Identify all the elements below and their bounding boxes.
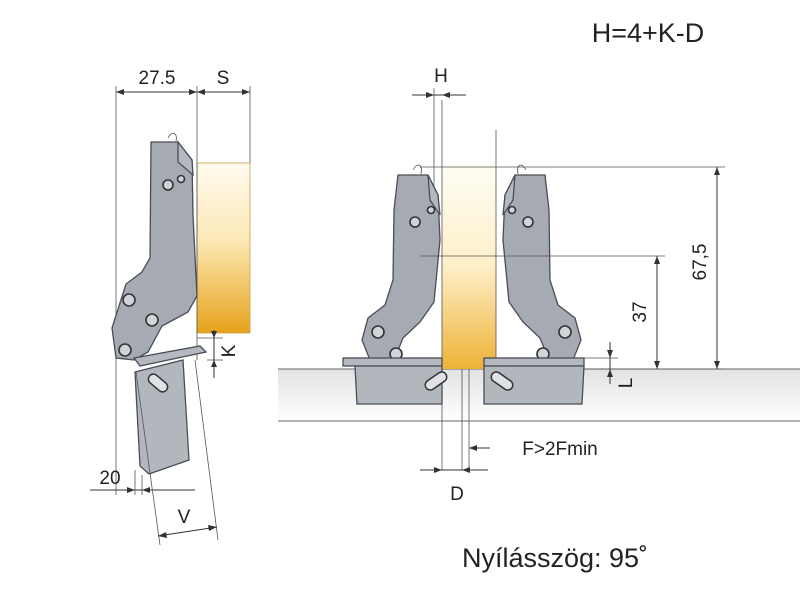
dim-label-k: K xyxy=(219,344,240,357)
rivet-right-b2 xyxy=(558,325,572,339)
dim-label-27-5: 27.5 xyxy=(139,68,176,89)
left-hinge-view: 27.5 S K 20 V xyxy=(90,68,251,546)
mount-plate-right xyxy=(483,357,585,367)
rivet-right-a2 xyxy=(371,325,385,339)
rivet-left-5 xyxy=(118,343,132,357)
dim-label-20: 20 xyxy=(99,468,120,489)
rivet-left-2 xyxy=(176,174,186,184)
dim-label-v: V xyxy=(178,507,191,528)
dim-label-37: 37 xyxy=(630,301,651,322)
rivet-right-a1 xyxy=(409,216,421,228)
hinge-arm-top-left xyxy=(177,140,194,177)
dim-label-h: H xyxy=(434,66,448,87)
formula-text: H=4+K-D xyxy=(592,18,705,48)
hinge-cup-left xyxy=(134,359,190,475)
slot-right-a xyxy=(424,371,448,391)
spring-clip-left xyxy=(167,132,177,142)
cup-left xyxy=(354,365,443,405)
hinge-plate-left xyxy=(132,345,208,367)
door-panel-left xyxy=(196,162,251,334)
right-hinge-view: H F>2Fmin D xyxy=(278,66,800,505)
mount-plate-left xyxy=(342,357,443,367)
rivet-left-3 xyxy=(122,293,136,307)
slot-right-b xyxy=(490,371,514,391)
rivet-right-b1 xyxy=(522,216,534,228)
opening-angle-text: Nyílásszög: 95˚ xyxy=(462,543,648,573)
cup-right xyxy=(483,365,585,405)
door-panel-right xyxy=(442,163,496,369)
rivet-left-1 xyxy=(162,179,174,191)
dim-label-s: S xyxy=(217,68,230,89)
dim-label-67-5: 67,5 xyxy=(690,244,711,281)
rivet-left-4 xyxy=(145,313,159,327)
slot-left xyxy=(147,373,169,393)
dim-label-f: F>2Fmin xyxy=(522,439,598,460)
dim-label-l: L xyxy=(616,378,637,389)
hinge-arm-left xyxy=(111,141,198,361)
dim-label-d: D xyxy=(450,484,464,505)
dim-line-v xyxy=(157,526,218,537)
